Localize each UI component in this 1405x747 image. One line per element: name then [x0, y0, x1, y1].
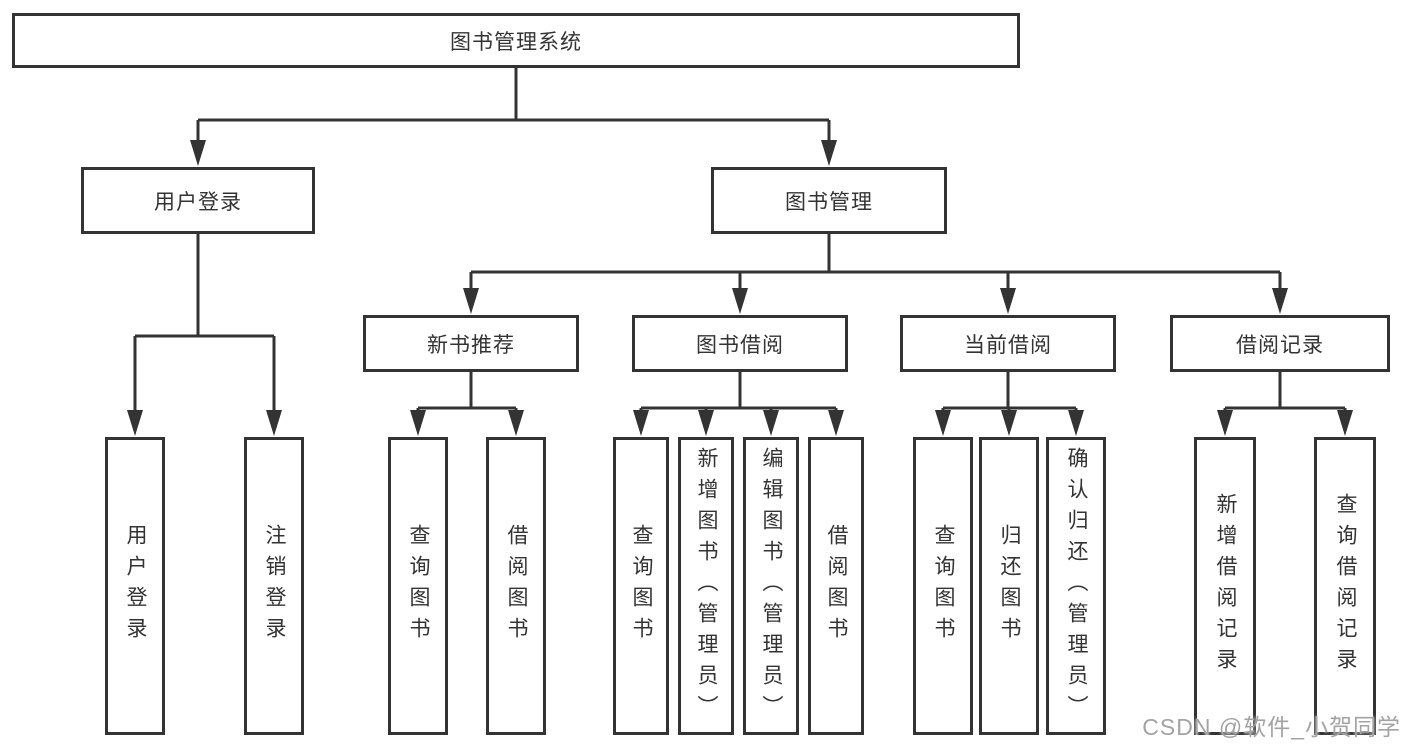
node-current-confirm-return-admin: 确认归还（管理员）: [1046, 437, 1106, 735]
node-user-login-label: 用户登录: [154, 190, 242, 214]
node-new-book-recommend-label: 新书推荐: [427, 333, 515, 357]
node-root: 图书管理系统: [12, 13, 1020, 68]
node-borrow-record-label: 借阅记录: [1236, 333, 1324, 357]
node-logout-leaf: 注销登录: [244, 437, 304, 735]
node-borrow-borrow-books: 借阅图书: [808, 437, 864, 735]
node-current-query-books: 查询图书: [913, 437, 973, 735]
node-current-borrow-label: 当前借阅: [964, 333, 1052, 357]
arrowheads: [127, 140, 1353, 436]
node-user-login: 用户登录: [81, 167, 315, 234]
node-recommend-query-books: 查询图书: [388, 437, 448, 735]
node-root-label: 图书管理系统: [450, 30, 582, 54]
node-record-add-borrow-record: 新增借阅记录: [1194, 437, 1256, 735]
node-book-borrow-label: 图书借阅: [696, 333, 784, 357]
watermark: CSDN @软件_小贺同学: [1142, 714, 1401, 740]
node-new-book-recommend: 新书推荐: [363, 315, 579, 372]
node-record-query-borrow-record: 查询借阅记录: [1314, 437, 1376, 735]
node-recommend-borrow-books: 借阅图书: [486, 437, 546, 735]
node-book-management: 图书管理: [711, 167, 947, 234]
node-current-borrow: 当前借阅: [900, 315, 1116, 372]
node-borrow-record: 借阅记录: [1170, 315, 1390, 372]
node-borrow-edit-books-admin: 编辑图书（管理员）: [743, 437, 799, 735]
node-user-login-leaf: 用户登录: [105, 437, 165, 735]
node-book-management-label: 图书管理: [785, 190, 873, 214]
node-book-borrow: 图书借阅: [632, 315, 848, 372]
node-borrow-add-books-admin: 新增图书（管理员）: [678, 437, 734, 735]
node-current-return-books: 归还图书: [979, 437, 1039, 735]
node-borrow-query-books: 查询图书: [613, 437, 669, 735]
